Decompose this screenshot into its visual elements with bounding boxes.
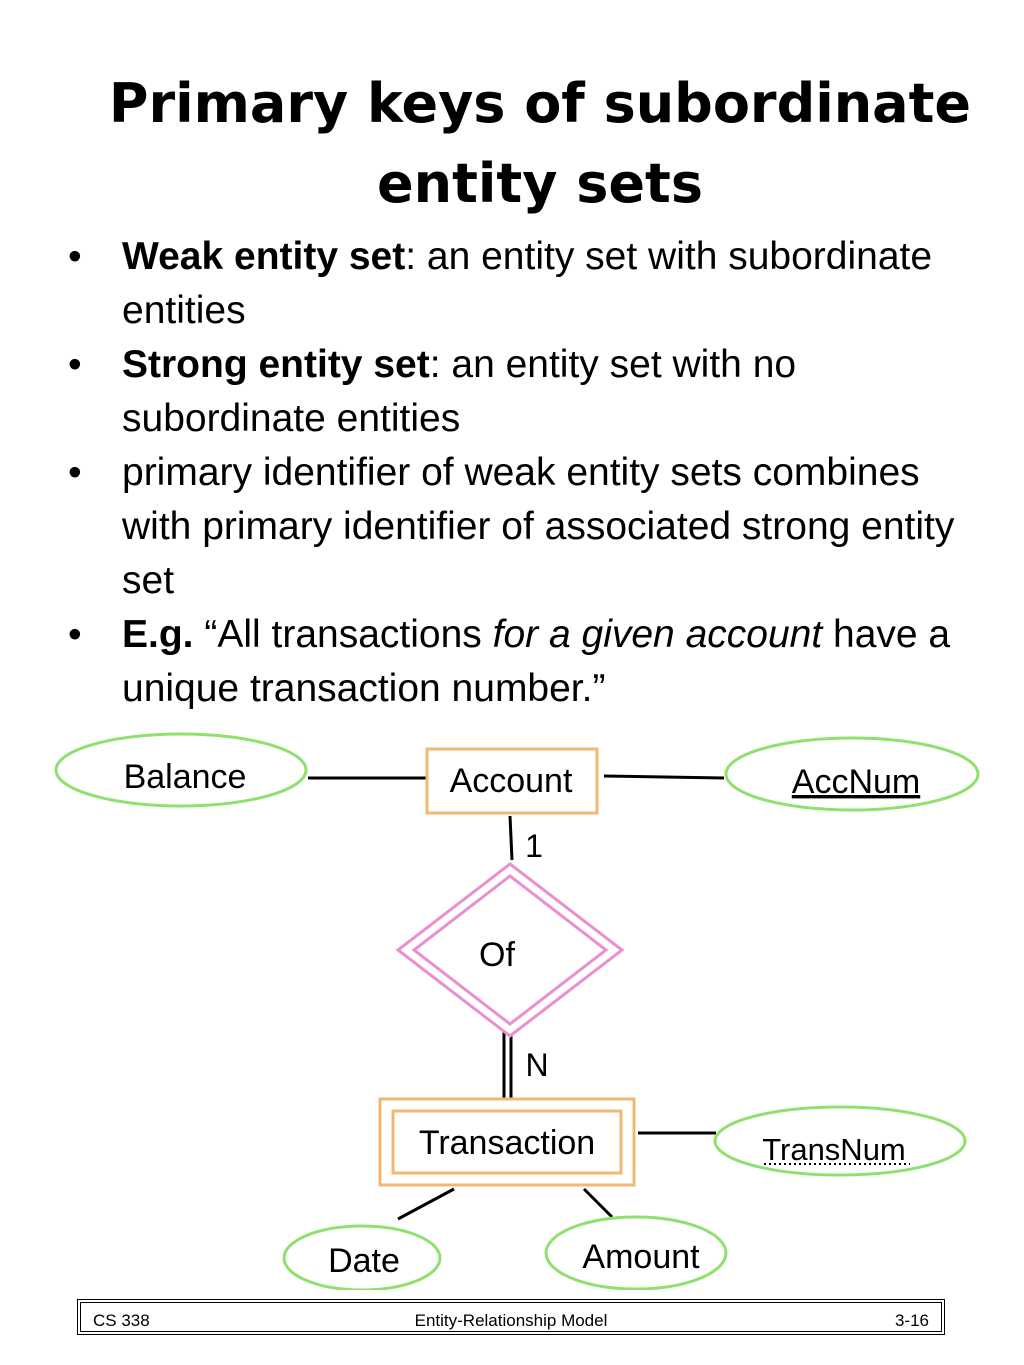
bullet-text: primary identifier of weak entity sets c… <box>122 451 955 602</box>
bullet-definition: : an entity set with no subordinate enti… <box>122 343 797 440</box>
attribute-ellipses <box>54 732 980 1290</box>
er-diagram: Balance AccNum TransNum Date Amount Acco… <box>54 732 980 1290</box>
line-account-accnum <box>603 774 725 780</box>
attribute-amount-label: Amount <box>582 1238 700 1276</box>
bullet-term: E.g. <box>122 613 194 656</box>
bullet-primary-identifier: • primary identifier of weak entity sets… <box>68 446 988 608</box>
bullet-italic: for a given account <box>492 613 823 656</box>
bullet-text-after: have a unique transaction number.” <box>122 613 951 710</box>
attribute-balance-ellipse <box>54 732 308 808</box>
relationship-of-inner-diamond <box>411 874 609 1026</box>
entity-transaction-outer-box <box>378 1097 636 1187</box>
bullet-term: Weak entity set <box>122 235 406 278</box>
bullet-marker: • <box>68 235 82 278</box>
attribute-date-label: Date <box>328 1242 400 1280</box>
bullet-marker: • <box>68 451 82 494</box>
relationship-of-outer-diamond <box>395 862 625 1038</box>
attribute-accnum-ellipse <box>724 736 980 812</box>
attribute-date-ellipse <box>282 1224 442 1290</box>
bullet-term: Strong entity set <box>122 343 430 386</box>
bullet-list: • Weak entity set: an entity set with su… <box>68 230 988 716</box>
footer-slide-number: 3-16 <box>894 1311 929 1330</box>
connector-lines <box>308 774 725 1221</box>
bullet-marker: • <box>68 613 82 656</box>
entity-account-box <box>425 747 599 815</box>
line-transaction-date <box>397 1187 455 1221</box>
attribute-accnum-label: AccNum <box>792 763 920 801</box>
bullet-weak-entity-set: • Weak entity set: an entity set with su… <box>68 230 988 338</box>
bullet-marker: • <box>68 343 82 386</box>
attribute-transnum-ellipse <box>713 1105 967 1177</box>
entity-account-label: Account <box>450 762 573 800</box>
line-transaction-amount <box>582 1187 614 1219</box>
attribute-amount-ellipse <box>544 1215 728 1290</box>
attribute-balance-label: Balance <box>124 758 247 796</box>
cardinality-many-label: N <box>525 1047 548 1083</box>
bullet-text-before: “All transactions <box>193 613 493 656</box>
line-account-of <box>508 815 514 861</box>
entity-transaction-label: Transaction <box>419 1124 595 1162</box>
slide-title: Primary keys of subordinate entity sets <box>108 72 972 215</box>
bullet-example: • E.g. “All transactions for a given acc… <box>68 608 988 716</box>
bullet-definition: : an entity set with subordinate entitie… <box>122 235 933 332</box>
footer-topic: Entity-Relationship Model <box>414 1311 608 1330</box>
entity-transaction-inner-box <box>391 1109 623 1175</box>
bullet-strong-entity-set: • Strong entity set: an entity set with … <box>68 338 988 446</box>
footer-course: CS 338 <box>93 1311 150 1330</box>
cardinality-one-label: 1 <box>525 828 543 864</box>
slide-footer: CS 338 Entity-Relationship Model 3-16 <box>77 1299 945 1335</box>
relationship-of-label: Of <box>479 936 515 974</box>
attribute-transnum-label: TransNum <box>762 1132 906 1167</box>
